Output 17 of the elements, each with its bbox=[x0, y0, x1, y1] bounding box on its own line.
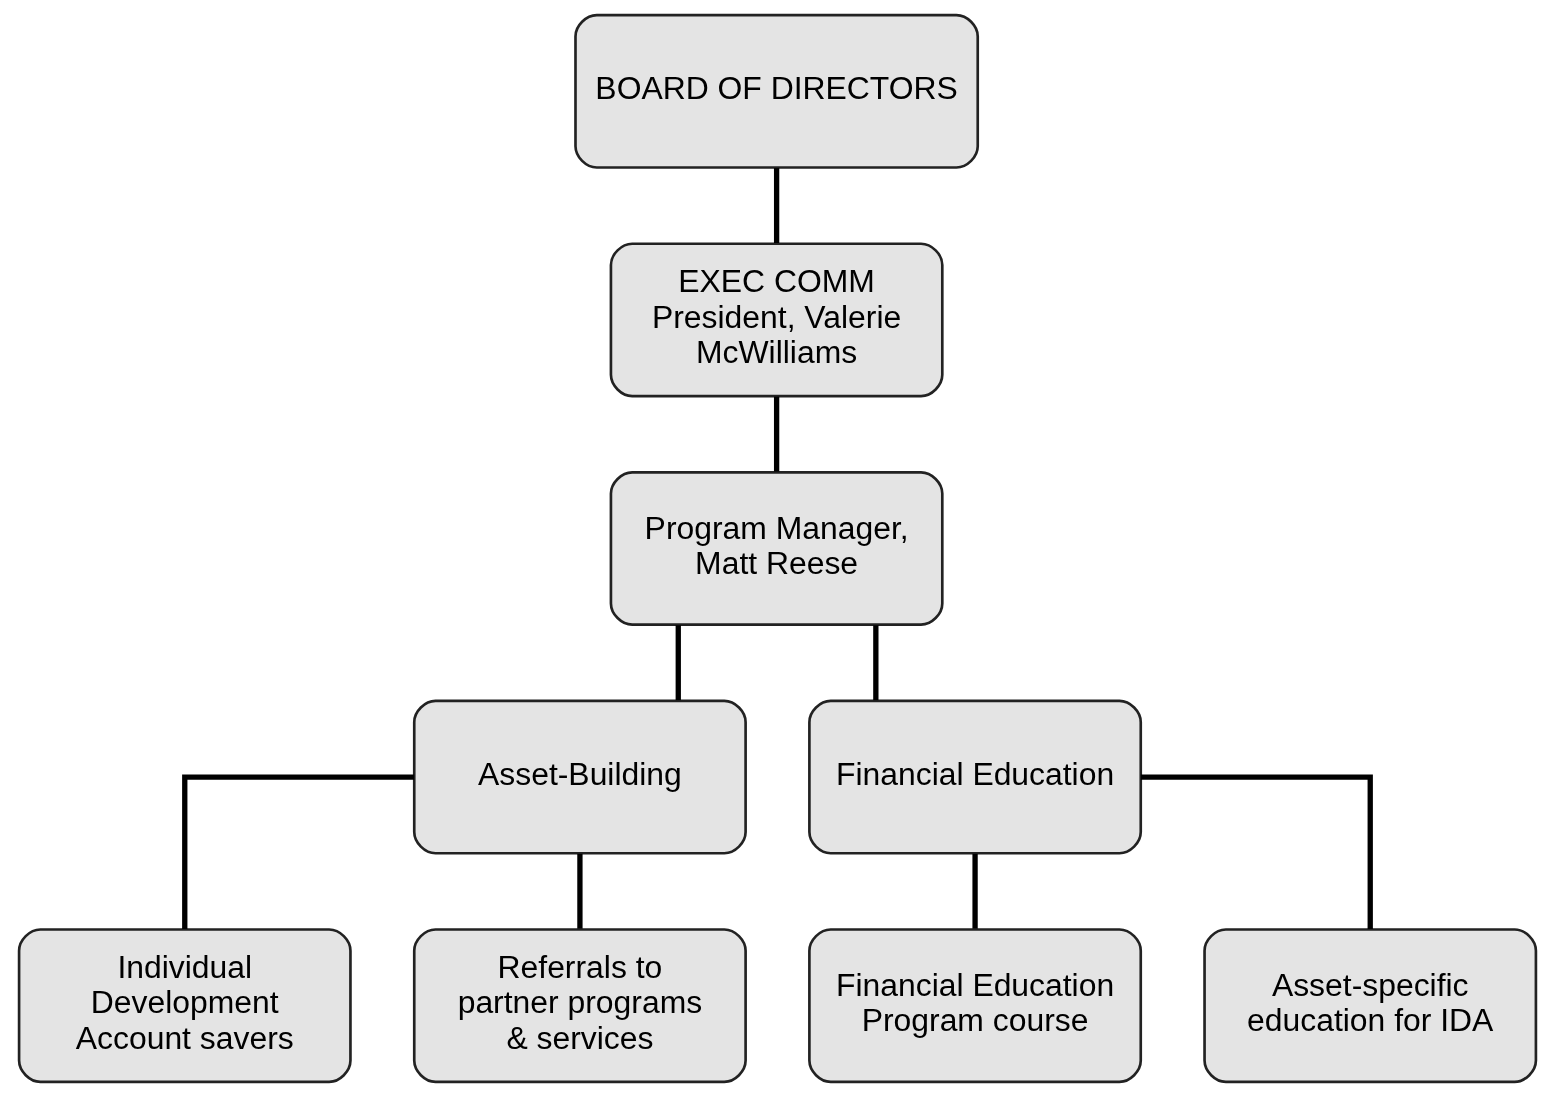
node-box: Asset-Building bbox=[412, 699, 747, 855]
connector bbox=[773, 396, 780, 472]
connector bbox=[873, 625, 879, 701]
node-box: Individual Development Account savers bbox=[17, 928, 352, 1084]
node-box: BOARD OF DIRECTORS bbox=[574, 13, 980, 169]
connector bbox=[675, 625, 681, 701]
node-box: Financial Education bbox=[808, 699, 1143, 855]
node-box: Program Manager, Matt Reese bbox=[609, 470, 944, 627]
node-box: EXEC COMM President, Valerie McWilliams bbox=[609, 242, 944, 398]
connector bbox=[773, 168, 780, 243]
connector bbox=[577, 853, 583, 929]
node-box: Asset-specific education for IDA bbox=[1203, 928, 1538, 1084]
connector bbox=[972, 853, 978, 929]
connector bbox=[1140, 774, 1373, 929]
node-box: Financial Education Program course bbox=[808, 928, 1143, 1084]
connector bbox=[182, 774, 415, 929]
node-box: Referrals to partner programs & services bbox=[412, 928, 747, 1084]
